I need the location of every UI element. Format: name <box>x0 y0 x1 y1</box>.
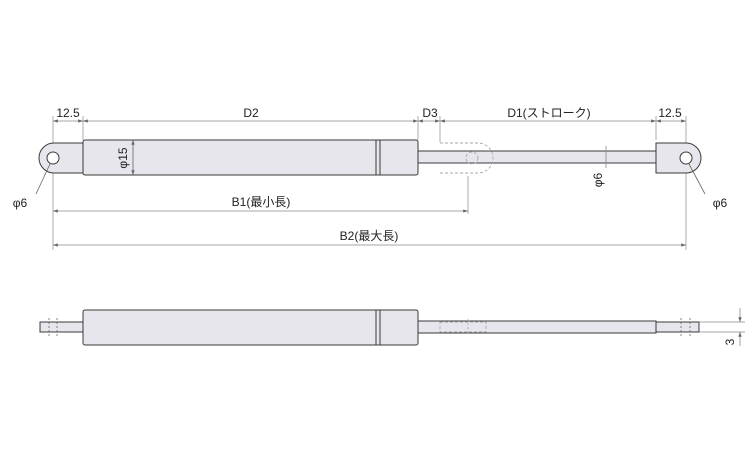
stroke-label: D1(ストローク) <box>507 106 590 120</box>
piston-rod <box>417 150 657 164</box>
top-view: 12.5 D2 D3 D1(ストローク) 12.5 φ15 φ6 φ6 φ6 B… <box>13 106 728 250</box>
cylinder-body <box>82 139 419 176</box>
hole-left-label: φ6 <box>13 196 28 210</box>
cylinder-side <box>82 309 419 346</box>
eye-right-width-label: 12.5 <box>658 106 682 120</box>
rod-diameter-label: φ6 <box>591 172 605 187</box>
rod-end-ghost-side <box>439 321 487 333</box>
cylinder-length-label: D2 <box>243 106 259 120</box>
right-eye-mount <box>655 142 702 174</box>
left-eye-hole <box>46 151 60 165</box>
max-length-label: B2(最大長) <box>340 229 399 243</box>
rod-end-length-label: D3 <box>422 106 438 120</box>
side-view: 3 <box>39 308 745 346</box>
leader-lines <box>35 163 706 195</box>
left-tab <box>39 318 84 336</box>
thickness-dimension <box>699 308 745 346</box>
rod-side <box>417 320 657 334</box>
min-length-label: B1(最小長) <box>232 195 291 209</box>
thickness-label: 3 <box>723 338 737 345</box>
eye-left-width-label: 12.5 <box>56 106 80 120</box>
left-eye-mount <box>38 142 84 174</box>
rod-end-ghost <box>440 142 494 174</box>
right-eye-hole <box>679 151 693 165</box>
cylinder-diameter-label: φ15 <box>116 147 130 168</box>
right-tab <box>655 318 700 336</box>
hole-right-label: φ6 <box>713 196 728 210</box>
